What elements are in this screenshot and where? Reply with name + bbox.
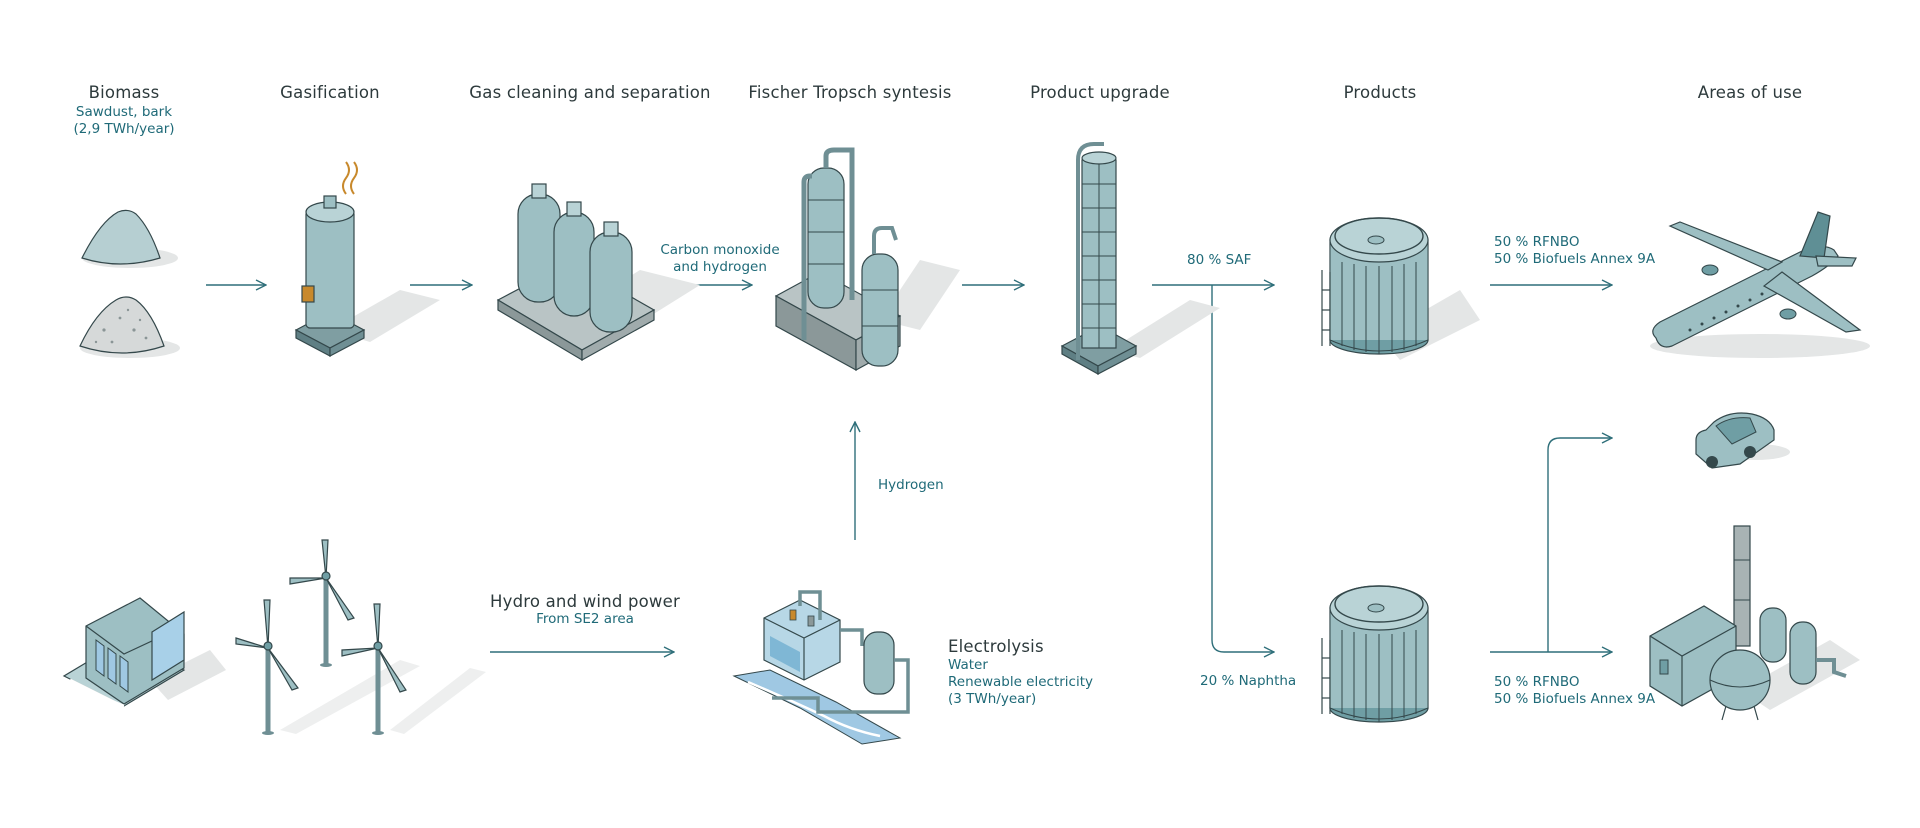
electrolyser-icon [732,590,910,745]
upgrade-column-icon [1060,142,1220,376]
gas-cleaning-tanks-icon [496,183,700,362]
arrow-naphtha-to-car [1547,438,1612,652]
header-areas-of-use: Areas of use [1697,83,1803,102]
fischer-tropsch-reactor-icon [774,147,960,372]
power-title: Hydro and wind power [490,592,680,611]
wind-turbines-icon [235,539,486,735]
header-fischer-tropsch: Fischer Tropsch syntesis [748,83,952,102]
header-gas-cleaning: Gas cleaning and separation [469,83,711,102]
blend-top-line-2: 50 % Biofuels Annex 9A [1494,251,1656,267]
label-naphtha-share: 20 % Naphtha [1200,673,1297,689]
bark-pile-icon [79,296,180,358]
electrolysis-line-3: (3 TWh/year) [948,691,1037,707]
header-biomass: Biomass [88,83,160,102]
hydro-dam-icon [62,597,226,708]
saf-storage-tank-icon [1321,217,1480,360]
label-carbon-monoxide-line-2: and hydrogen [673,259,767,275]
industry-plant-icon [1649,525,1860,721]
electrolysis-line-1: Water [948,657,988,673]
blend-bottom-line-2: 50 % Biofuels Annex 9A [1494,691,1656,707]
power-subtitle: From SE2 area [536,611,634,627]
label-carbon-monoxide-line-1: Carbon monoxide [660,242,780,258]
naphtha-storage-tank-icon [1321,585,1429,723]
airplane-icon [1650,211,1870,358]
blend-top-line-1: 50 % RFNBO [1494,234,1580,250]
label-hydrogen: Hydrogen [878,477,944,493]
header-gasification: Gasification [280,83,380,102]
electrolysis-title: Electrolysis [948,637,1044,656]
label-saf-share: 80 % SAF [1187,252,1252,268]
blend-bottom-line-1: 50 % RFNBO [1494,674,1580,690]
biomass-detail-line-1: Sawdust, bark [75,104,173,120]
arrow-split-to-naphtha [1211,285,1274,652]
header-product-upgrade: Product upgrade [1030,83,1170,102]
gasifier-icon [294,161,440,357]
electrolysis-line-2: Renewable electricity [948,674,1094,690]
header-products: Products [1343,83,1417,102]
car-icon [1695,412,1790,469]
biomass-detail-line-2: (2,9 TWh/year) [73,121,175,137]
sawdust-pile-icon [81,209,178,268]
